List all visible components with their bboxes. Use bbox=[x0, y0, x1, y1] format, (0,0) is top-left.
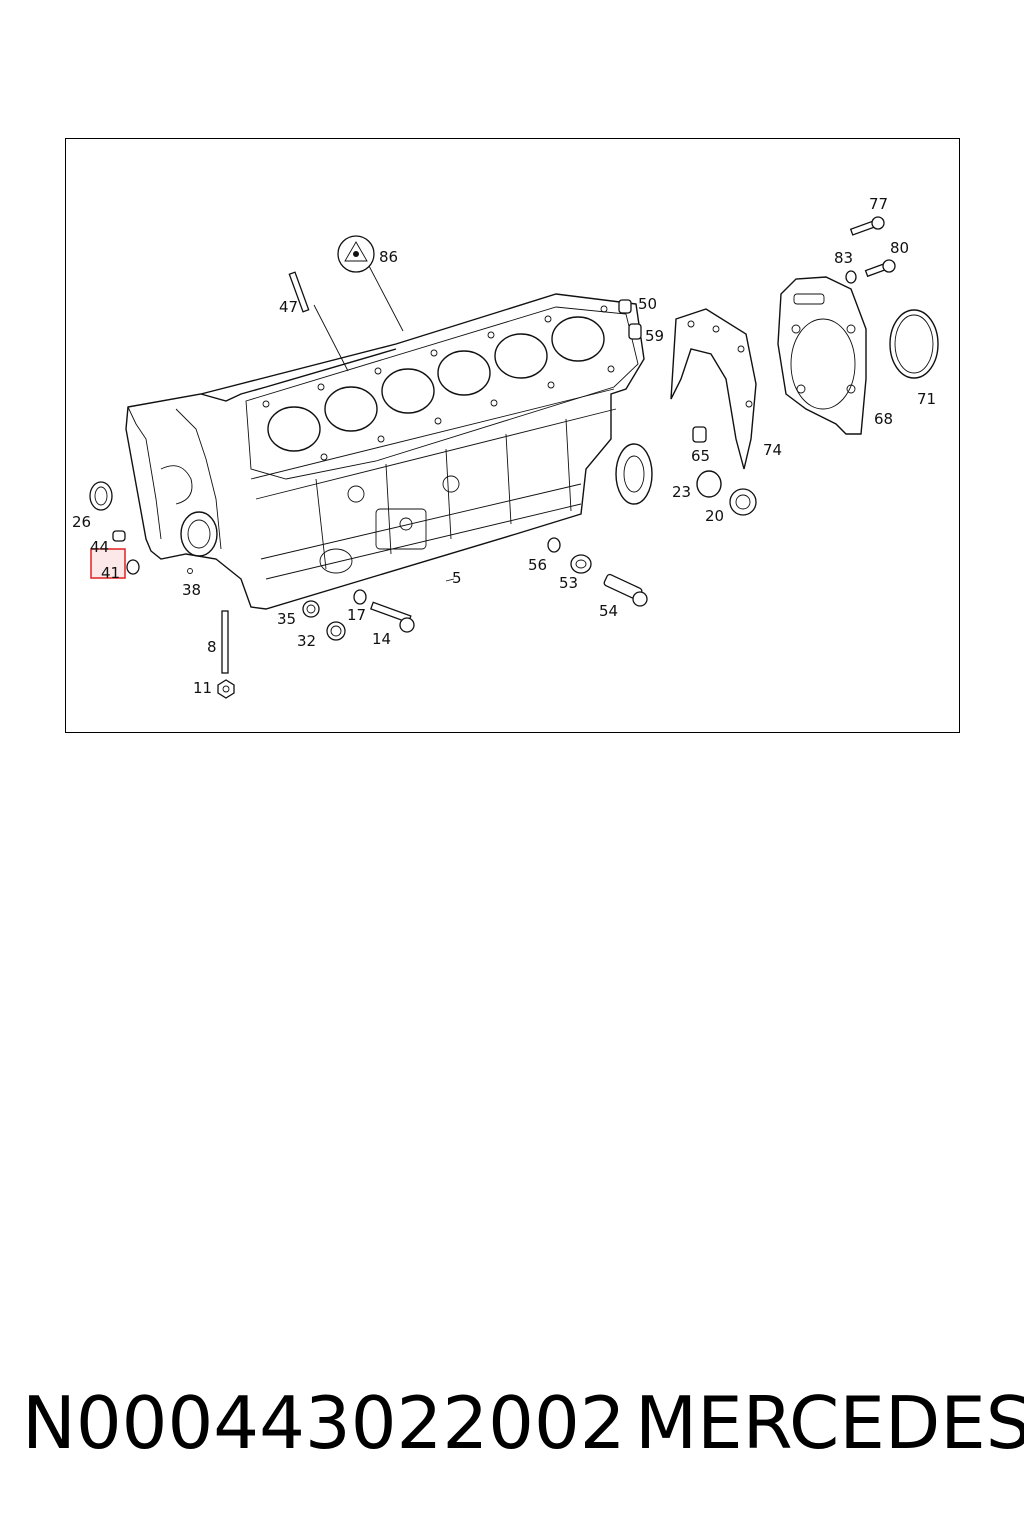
part-35-washer bbox=[302, 600, 320, 618]
callout-26: 26 bbox=[72, 513, 91, 531]
part-14-bolt bbox=[370, 601, 415, 633]
part-50-dowel bbox=[618, 299, 632, 314]
part-53-plug bbox=[570, 554, 592, 574]
part-26-seal-ring bbox=[89, 481, 113, 511]
engine-block-exploded-view: 86 47 50 59 77 80 83 71 68 74 65 23 20 2… bbox=[72, 195, 939, 699]
callout-35: 35 bbox=[277, 610, 296, 628]
part-74-gasket bbox=[670, 308, 757, 470]
part-23-oring bbox=[696, 470, 722, 498]
callout-41: 41 bbox=[101, 564, 120, 582]
callout-23: 23 bbox=[672, 483, 691, 501]
callout-11: 11 bbox=[193, 679, 212, 697]
callout-20: 20 bbox=[705, 507, 724, 525]
part-65-dowel bbox=[692, 426, 707, 443]
part-54-sensor bbox=[603, 573, 648, 607]
parts-diagram: 86 47 50 59 77 80 83 71 68 74 65 23 20 2… bbox=[65, 138, 960, 733]
leader-lines bbox=[313, 263, 455, 582]
part-56-plug bbox=[547, 537, 561, 553]
callout-8: 8 bbox=[207, 638, 217, 656]
part-41-plug bbox=[126, 559, 140, 575]
callout-65: 65 bbox=[691, 447, 710, 465]
part-68-rear-cover bbox=[777, 276, 867, 435]
part-80-bolt bbox=[864, 259, 896, 278]
part-86-plate bbox=[337, 235, 375, 273]
callout-74: 74 bbox=[763, 441, 782, 459]
part-32-plug bbox=[326, 621, 346, 641]
callout-56: 56 bbox=[528, 556, 547, 574]
callout-14: 14 bbox=[372, 630, 391, 648]
engine-block bbox=[125, 293, 653, 610]
part-number: N000443022002 bbox=[22, 1381, 626, 1465]
callout-86: 86 bbox=[379, 248, 398, 266]
part-59-dowel bbox=[628, 323, 642, 340]
brand-name: MERCEDES bbox=[635, 1381, 1024, 1465]
part-77-bolt bbox=[849, 216, 885, 236]
callout-17: 17 bbox=[347, 606, 366, 624]
callout-71: 71 bbox=[917, 390, 936, 408]
part-20-seal bbox=[729, 488, 757, 516]
callout-32: 32 bbox=[297, 632, 316, 650]
part-44-dowel bbox=[112, 530, 126, 542]
footer: N000443022002 MERCEDES bbox=[0, 1378, 1024, 1468]
callout-44: 44 bbox=[90, 538, 109, 556]
part-11-nut bbox=[217, 679, 235, 699]
callout-5: 5 bbox=[452, 569, 462, 587]
callout-labels: 86 47 50 59 77 80 83 71 68 74 65 23 20 2… bbox=[72, 195, 936, 697]
part-71-rear-seal bbox=[889, 309, 939, 379]
callout-77: 77 bbox=[869, 195, 888, 213]
part-17-washer bbox=[353, 589, 367, 605]
callout-38: 38 bbox=[182, 581, 201, 599]
callout-53: 53 bbox=[559, 574, 578, 592]
callout-59: 59 bbox=[645, 327, 664, 345]
callout-50: 50 bbox=[638, 295, 657, 313]
callout-83: 83 bbox=[834, 249, 853, 267]
part-47-stud bbox=[288, 271, 310, 313]
callout-80: 80 bbox=[890, 239, 909, 257]
highlight-box bbox=[90, 548, 126, 579]
callout-54: 54 bbox=[599, 602, 618, 620]
part-38-pin bbox=[187, 568, 193, 574]
callout-47: 47 bbox=[279, 298, 298, 316]
part-8-stud bbox=[221, 610, 229, 674]
part-83-washer bbox=[845, 270, 857, 284]
callout-68: 68 bbox=[874, 410, 893, 428]
